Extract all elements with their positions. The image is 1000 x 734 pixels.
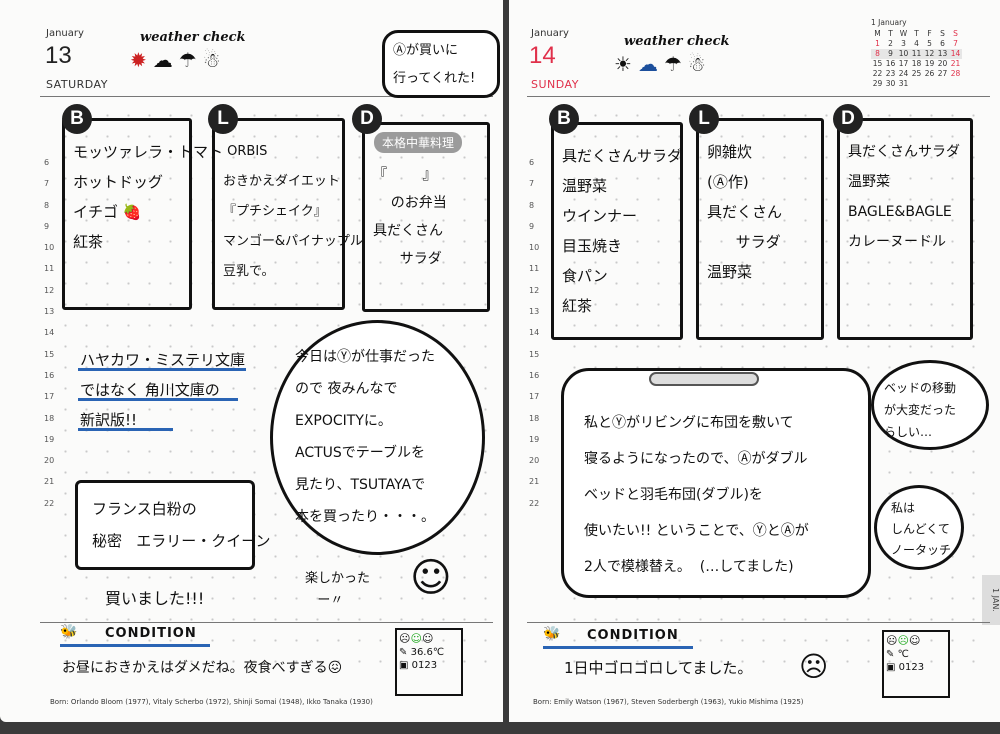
weather-check-label: weather check	[140, 30, 246, 45]
day-name: SUNDAY	[531, 78, 579, 91]
right-page: January 14 SUNDAY weather check ☀☁☂☃ 1 J…	[509, 0, 1000, 722]
book-drawing: フランス白粉の 秘密 エラリー・クイーン	[75, 480, 271, 570]
pencil-icon: ✎	[399, 647, 408, 658]
cloud-icon: ☁	[152, 48, 179, 72]
day-name: SATURDAY	[46, 78, 108, 91]
dinner-box: 『 』 のお弁当 具だくさん サラダ	[362, 122, 490, 312]
dinner-badge: D	[352, 104, 382, 134]
header-divider	[40, 96, 493, 97]
dinner-box: 具だくさんサラダ 温野菜 BAGLE&BAGLE カレーヌードル	[837, 118, 973, 340]
girl-face-icon: ☺	[410, 555, 452, 601]
side-bubble-2: 私は しんどくて ノータッチ	[874, 485, 964, 570]
breakfast-box: モッツァレラ・トマト ホットドッグ イチゴ 🍓 紅茶	[62, 118, 223, 310]
weather-icons: ✹☁☂☃	[130, 48, 227, 72]
lunch-box: 卵雑炊 (Ⓐ作) 具だくさん サラダ 温野菜	[696, 118, 824, 340]
left-page: January 13 SATURDAY weather check ✹☁☂☃ 6…	[0, 0, 503, 722]
count-value: 0123	[411, 660, 438, 671]
pencil-icon: ✎	[886, 649, 895, 660]
dinner-badge: D	[833, 104, 863, 134]
fun-text: 楽しかった ー〃	[305, 571, 371, 608]
safety-pin-icon	[649, 372, 759, 386]
side-bubble-1: ベッドの移動 が大変だった らしい…	[871, 360, 989, 450]
condition-label: CONDITION	[587, 628, 679, 643]
condition-divider	[40, 622, 493, 623]
lunch-badge: L	[208, 104, 238, 134]
toilet-paper-icon: ▣	[399, 660, 409, 671]
month-label: January	[531, 28, 569, 39]
breakfast-box: 具だくさんサラダ 温野菜 ウインナー 目玉焼き 食パン 紅茶	[551, 122, 683, 340]
month-label: January	[46, 28, 84, 39]
toilet-paper-icon: ▣	[886, 662, 896, 673]
lunch-badge: L	[689, 104, 719, 134]
weather-check-label: weather check	[624, 34, 730, 49]
condition-box: ☹☺☺ ✎ 36.6℃ ▣ 0123	[395, 628, 463, 696]
header-divider	[527, 96, 990, 97]
umbrella-icon: ☂	[663, 52, 688, 76]
born-footer: Born: Orlando Bloom (1977), Vitaly Scher…	[50, 698, 373, 706]
bought-text: 買いました!!!	[105, 589, 205, 608]
day-number: 13	[45, 42, 72, 69]
breakfast-badge: B	[549, 104, 579, 134]
redacted-tag: 本格中華料理	[374, 132, 463, 153]
calendar-title: 1 January	[871, 18, 907, 27]
underline	[78, 428, 173, 431]
main-speech-bubble: 私とⓎがリビングに布団を敷いて 寝るようになったので、Ⓐがダブル ベッドと羽毛布…	[561, 368, 871, 598]
count-value: 0123	[898, 662, 925, 673]
mood-faces-icon: ☹☺☺	[399, 632, 434, 645]
lunch-box: ORBIS おきかえダイエット 『プチシェイク』 マンゴー&パイナップル 豆乳で…	[212, 118, 363, 310]
memo-note: ハヤカワ・ミステリ文庫 ではなく 角川文庫の 新訳版!!	[80, 351, 246, 429]
condition-underline	[543, 646, 693, 649]
sun-icon: ☀	[614, 52, 638, 76]
weather-icons: ☀☁☂☃	[614, 52, 712, 76]
main-speech-bubble: 今日はⓎが仕事だった ので 夜みんなで EXPOCITYに。 ACTUSでテーブ…	[270, 320, 485, 555]
umbrella-icon: ☂	[178, 48, 203, 72]
snowman-icon: ☃	[202, 48, 227, 72]
condition-label: CONDITION	[105, 626, 197, 641]
underline	[78, 398, 238, 401]
condition-note: お昼におきかえはダメだね。夜食べすぎる😖	[62, 660, 343, 676]
temperature-value: 36.6℃	[410, 647, 445, 658]
sun-icon: ✹	[130, 48, 153, 72]
temperature-value: ℃	[897, 649, 909, 660]
underline	[78, 368, 246, 371]
top-speech-bubble: Ⓐが買いに 行ってくれた!	[382, 30, 500, 98]
breakfast-badge: B	[62, 104, 92, 134]
bee-icon: 🐝	[60, 624, 78, 640]
condition-underline	[60, 644, 210, 647]
month-tab[interactable]: 1 JAN.	[982, 575, 1000, 625]
condition-divider	[527, 622, 990, 623]
condition-box: ☹☹☺ ✎ ℃ ▣ 0123	[882, 630, 950, 698]
mood-faces-icon: ☹☹☺	[886, 634, 921, 647]
day-number: 14	[529, 42, 556, 69]
cloud-icon: ☁	[637, 52, 664, 76]
bee-icon: 🐝	[543, 626, 561, 642]
born-footer: Born: Emily Watson (1967), Steven Soderb…	[533, 698, 804, 706]
snowman-icon: ☃	[687, 52, 712, 76]
tired-face-icon: ☹	[799, 650, 829, 683]
condition-note: 1日中ゴロゴロしてました。	[564, 659, 753, 677]
